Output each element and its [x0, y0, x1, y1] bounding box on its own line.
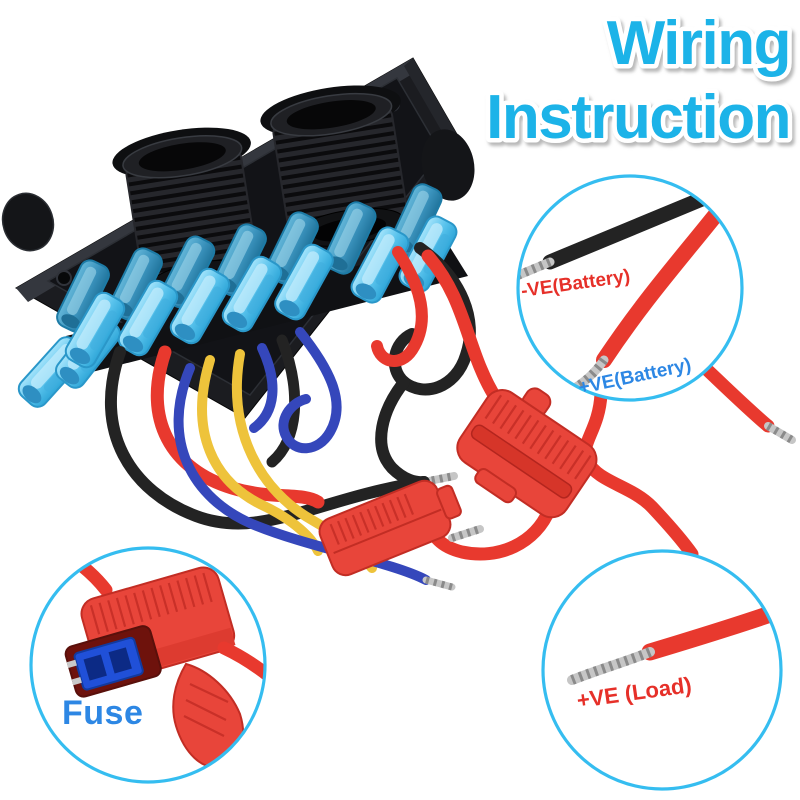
wire-black-loop-tail [375, 376, 430, 489]
callout-load: +VE (Load) [541, 549, 783, 791]
power-socket-left [112, 127, 259, 299]
battery-negative-wire [542, 186, 722, 270]
wire-blue-short [249, 343, 278, 433]
wire-black-long [105, 346, 430, 530]
panel-edge-right [404, 58, 462, 149]
inline-fuse-holder-2 [456, 387, 598, 519]
wire-black-mid [266, 334, 301, 468]
wire-red-left [150, 345, 325, 509]
stripped-tip [422, 576, 456, 591]
screw-hole [56, 270, 72, 286]
callout-ring [29, 546, 267, 784]
wire-yellow-1 [197, 355, 323, 556]
title-line-1: Wiring [607, 9, 790, 78]
wire-red-to-fuse2 [421, 249, 504, 407]
callout-ring [541, 549, 783, 791]
page-title: Wiring Instruction [482, 5, 796, 157]
fuse-label: Fuse [62, 694, 143, 732]
wire-harness [105, 242, 699, 591]
stripped-tip-twist [570, 647, 652, 685]
wire-red-loop [371, 246, 428, 367]
callout-ring [516, 174, 744, 402]
collar-partial [421, 129, 475, 201]
callout-battery: -VE(Battery) +VE(Battery) [516, 174, 744, 402]
title-line-2: Instruction [486, 83, 790, 152]
stripped-tip-twist [450, 525, 482, 542]
battery-positive-wire [596, 204, 726, 368]
stripped-tip-twist [423, 472, 455, 486]
mount-knob [1, 192, 55, 252]
stripped-tip [764, 422, 796, 444]
inline-fuse-holder-1 [318, 479, 484, 577]
wire-blue-long [173, 363, 431, 585]
callout-fuse: Fuse [29, 546, 267, 784]
open-fuse-holder [64, 566, 236, 698]
wire-red-s-curve [578, 387, 699, 561]
wire-blue-loop [278, 327, 342, 454]
